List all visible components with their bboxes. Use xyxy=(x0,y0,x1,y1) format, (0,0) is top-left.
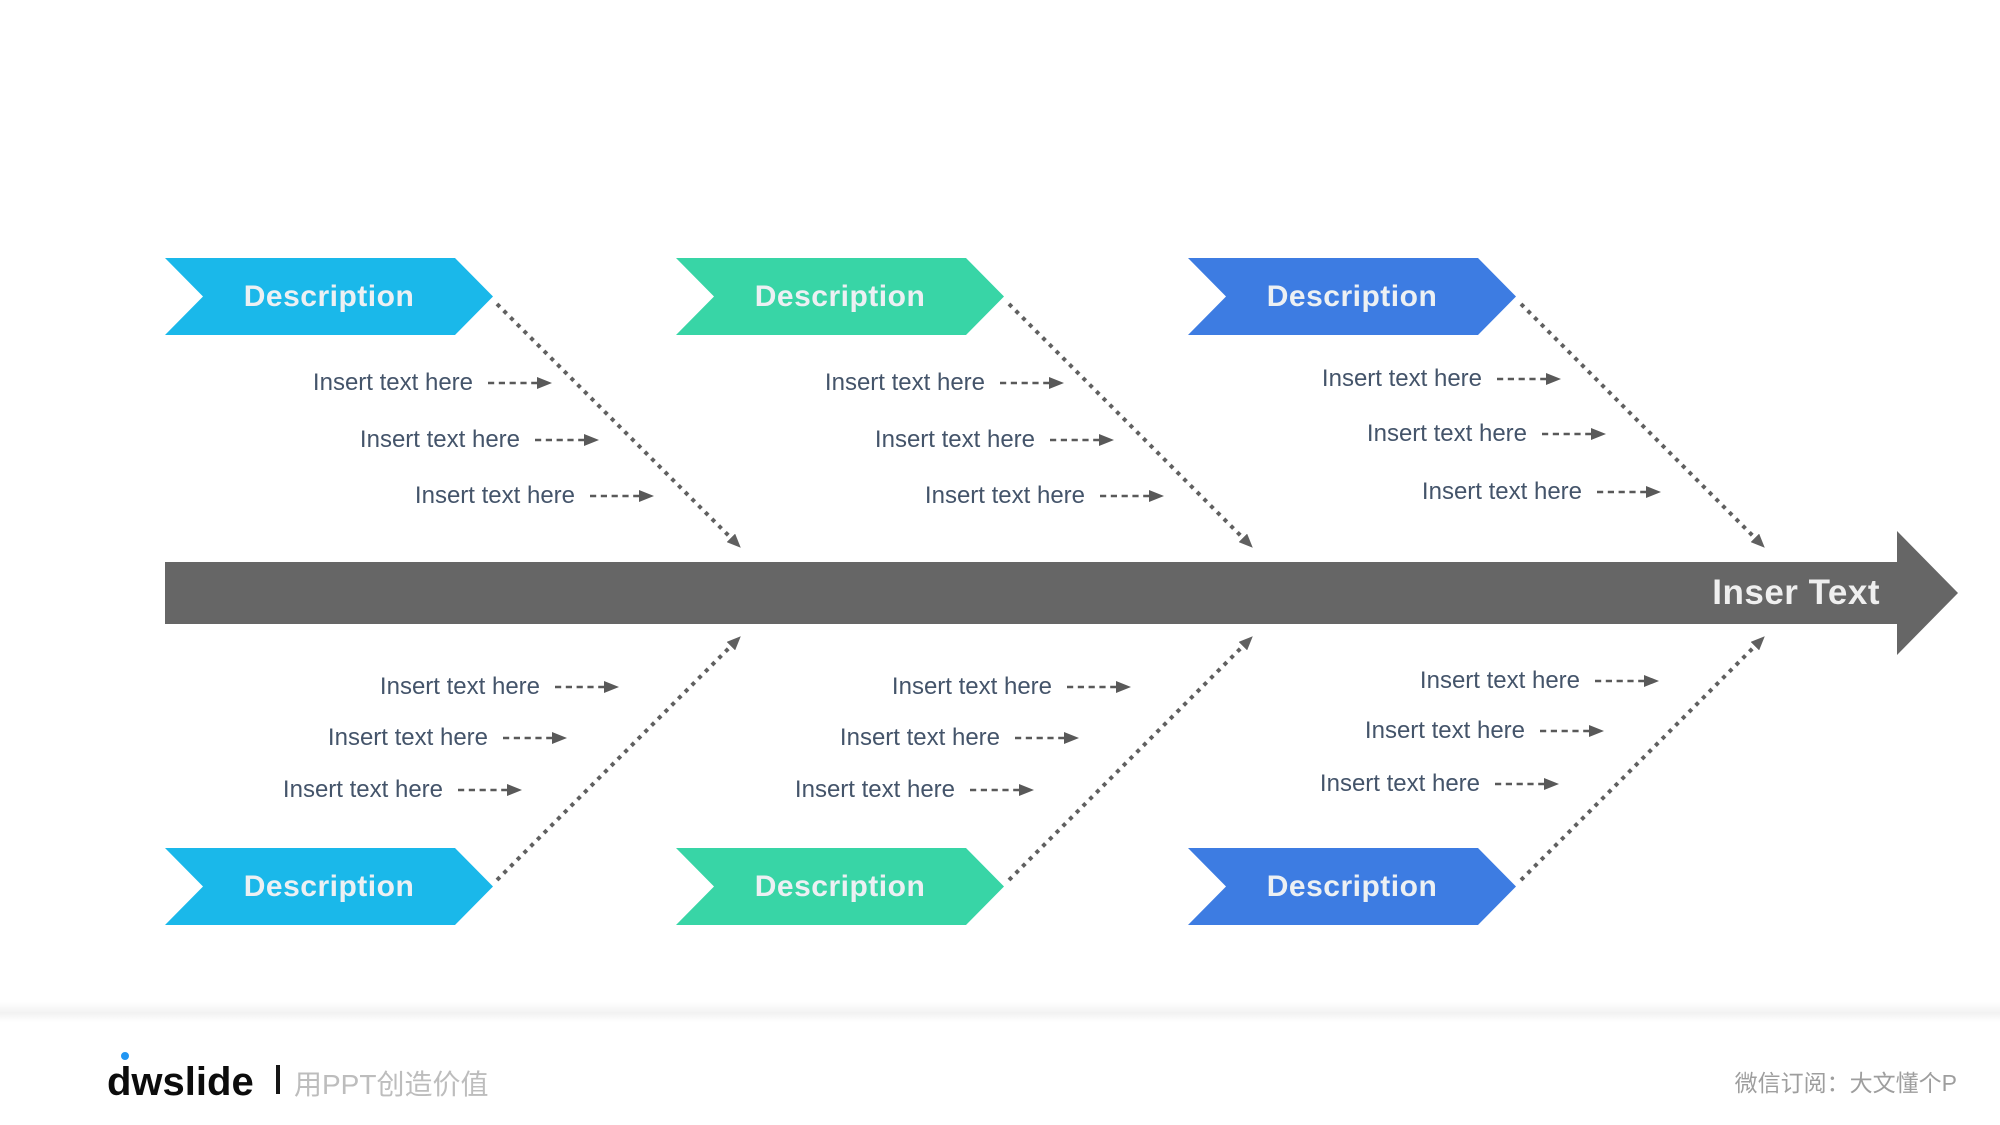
insert-text-item: Insert text here xyxy=(925,481,1165,511)
dashed-arrow-icon xyxy=(458,784,522,796)
item-label: Insert text here xyxy=(282,776,443,803)
dashed-arrow-icon xyxy=(970,784,1034,796)
dashed-arrow-icon xyxy=(1597,486,1661,498)
dashed-arrow-icon xyxy=(535,434,599,446)
dashed-arrow-icon xyxy=(1000,377,1064,389)
banner-bottom-1: Description xyxy=(165,848,493,925)
item-label: Insert text here xyxy=(359,426,520,453)
item-label: Insert text here xyxy=(874,426,1035,453)
dashed-arrow-icon xyxy=(1067,681,1131,693)
insert-text-item: Insert text here xyxy=(892,672,1132,702)
banner-label: Description xyxy=(1266,279,1438,313)
logo-separator xyxy=(276,1065,280,1094)
banner-top-2: Description xyxy=(676,258,1004,335)
item-label: Insert text here xyxy=(414,482,575,509)
item-label: Insert text here xyxy=(824,369,985,396)
dashed-arrow-icon xyxy=(1495,778,1559,790)
banner-label: Description xyxy=(243,869,415,903)
insert-text-item: Insert text here xyxy=(825,368,1065,398)
banner-bottom-3: Description xyxy=(1188,848,1516,925)
insert-text-item: Insert text here xyxy=(313,368,553,398)
banner-label: Description xyxy=(243,279,415,313)
item-label: Insert text here xyxy=(1364,717,1525,744)
insert-text-item: Insert text here xyxy=(840,723,1080,753)
item-label: Insert text here xyxy=(1419,667,1580,694)
item-label: Insert text here xyxy=(794,776,955,803)
dwslide-logo: dwslide xyxy=(107,1060,254,1104)
dashed-arrow-icon xyxy=(488,377,552,389)
dashed-arrow-icon xyxy=(503,732,567,744)
dashed-arrow-icon xyxy=(1050,434,1114,446)
dashed-arrow-icon xyxy=(1497,373,1561,385)
banner-top-1: Description xyxy=(165,258,493,335)
dashed-arrow-icon xyxy=(590,490,654,502)
item-label: Insert text here xyxy=(891,673,1052,700)
banner-top-3: Description xyxy=(1188,258,1516,335)
item-label: Insert text here xyxy=(327,724,488,751)
logo-dot-icon xyxy=(121,1052,129,1060)
footer-divider xyxy=(0,1002,2000,1022)
spine-bar xyxy=(165,562,1897,624)
wechat-subscription-text: 微信订阅：大文懂个P xyxy=(1734,1070,1957,1096)
dashed-arrow-icon xyxy=(555,681,619,693)
insert-text-item: Insert text here xyxy=(795,775,1035,805)
item-label: Insert text here xyxy=(924,482,1085,509)
item-label: Insert text here xyxy=(1366,420,1527,447)
item-label: Insert text here xyxy=(1421,478,1582,505)
insert-text-item: Insert text here xyxy=(1365,716,1605,746)
insert-text-item: Insert text here xyxy=(1367,419,1607,449)
dashed-arrow-icon xyxy=(1542,428,1606,440)
item-label: Insert text here xyxy=(839,724,1000,751)
insert-text-item: Insert text here xyxy=(1322,364,1562,394)
banner-label: Description xyxy=(754,279,926,313)
insert-text-item: Insert text here xyxy=(1320,769,1560,799)
item-label: Insert text here xyxy=(379,673,540,700)
insert-text-item: Insert text here xyxy=(1420,666,1660,696)
insert-text-item: Insert text here xyxy=(328,723,568,753)
banner-bottom-2: Description xyxy=(676,848,1004,925)
insert-text-item: Insert text here xyxy=(360,425,600,455)
insert-text-item: Insert text here xyxy=(1422,477,1662,507)
banner-label: Description xyxy=(1266,869,1438,903)
spine-label: Inser Text xyxy=(1712,573,1880,612)
insert-text-item: Insert text here xyxy=(875,425,1115,455)
insert-text-item: Insert text here xyxy=(415,481,655,511)
spine-arrowhead-icon xyxy=(1897,531,1958,655)
item-label: Insert text here xyxy=(312,369,473,396)
footer-slogan: 用PPT创造价值 xyxy=(294,1069,489,1100)
banner-label: Description xyxy=(754,869,926,903)
item-label: Insert text here xyxy=(1321,365,1482,392)
dashed-arrow-icon xyxy=(1015,732,1079,744)
dashed-arrow-icon xyxy=(1540,725,1604,737)
insert-text-item: Insert text here xyxy=(283,775,523,805)
dashed-arrow-icon xyxy=(1100,490,1164,502)
insert-text-item: Insert text here xyxy=(380,672,620,702)
dashed-arrow-icon xyxy=(1595,675,1659,687)
item-label: Insert text here xyxy=(1319,770,1480,797)
